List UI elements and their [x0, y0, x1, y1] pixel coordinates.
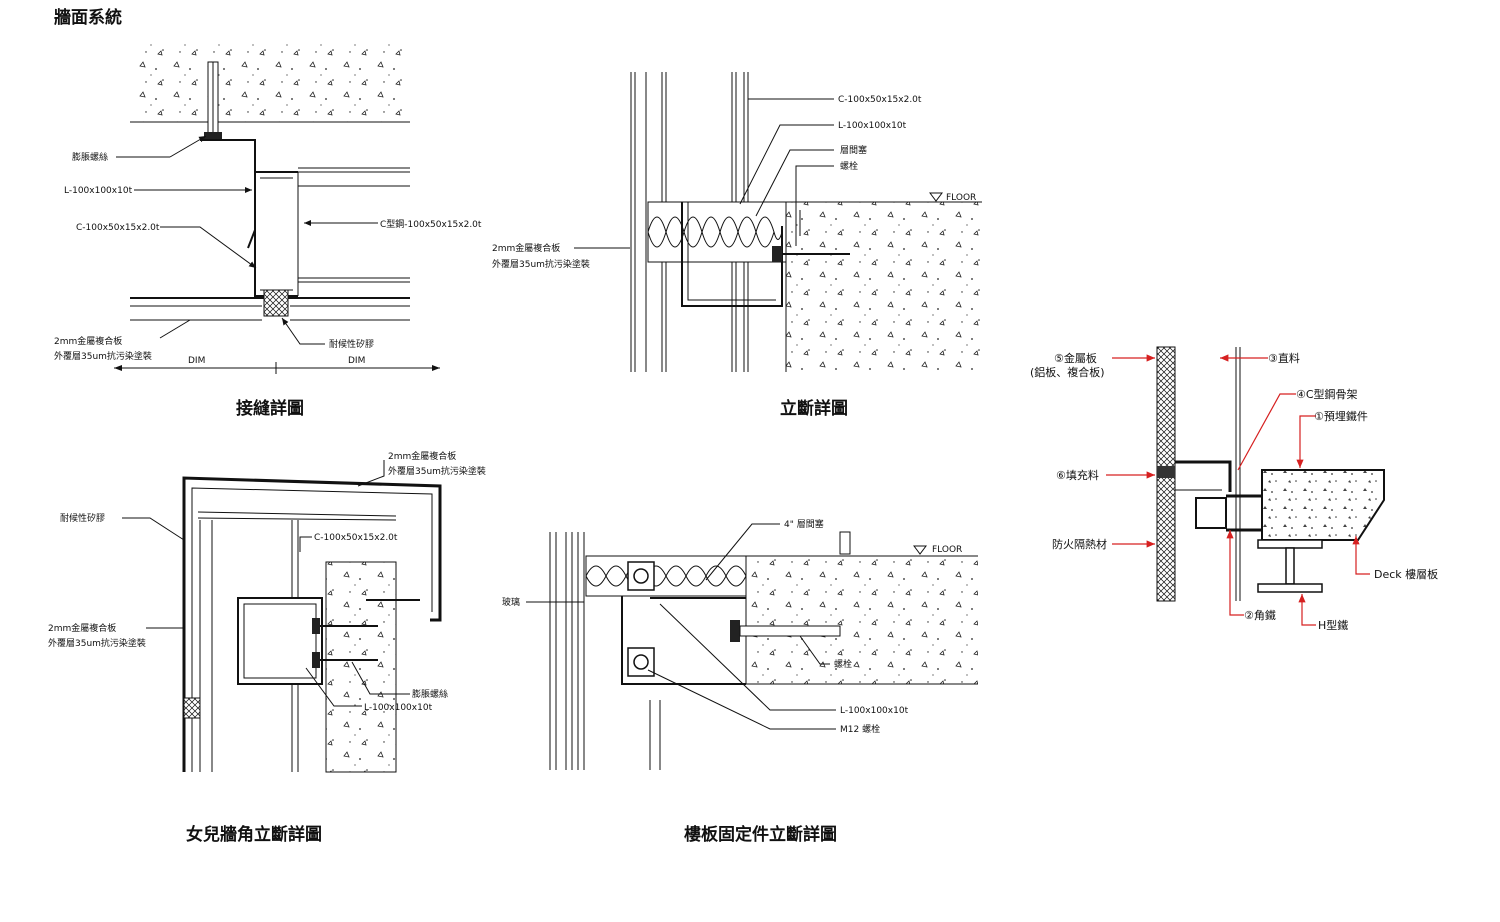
- label-angle: L-100x100x10t: [364, 703, 433, 713]
- label-bolt: 螺栓: [840, 160, 858, 172]
- slab-anchor-section-panel: 4" 層間塞 FLOOR 玻璃 螺栓 L-100x100x10t M12 螺栓 …: [502, 518, 978, 845]
- label-angle: L-100x100x10t: [64, 186, 133, 196]
- label-bolt: 螺栓: [834, 658, 852, 670]
- label-sealant: 耐候性矽膠: [329, 338, 374, 350]
- label-panel-line1: 2mm金屬複合板: [54, 335, 122, 347]
- label-deck: Deck 樓層板: [1374, 567, 1438, 581]
- vertical-section-panel: C-100x50x15x2.0t L-100x100x10t 層間塞 螺栓 FL…: [492, 72, 982, 419]
- label-angle: L-100x100x10t: [840, 706, 909, 716]
- sealant-joint: [263, 289, 289, 317]
- label-insulation: 防火隔熱材: [1052, 537, 1107, 551]
- parapet-concrete: [325, 561, 397, 773]
- label-dim-right: DIM: [348, 356, 365, 366]
- label-panel-side-line1: 2mm金屬複合板: [48, 622, 116, 634]
- sealant-bead: [183, 697, 201, 719]
- c-channel: [254, 171, 298, 297]
- panel1-title: 接縫詳圖: [236, 398, 304, 419]
- label-panel-line2: 外覆層35um抗污染塗裝: [54, 350, 152, 362]
- label-firestop: 層間塞: [840, 144, 867, 156]
- page-title: 牆面系統: [54, 7, 122, 28]
- label-panel-line1: 2mm金屬複合板: [492, 242, 560, 254]
- node-detail-panel: ⑤金屬板 (鋁板、複合板) ③直料 ④C型鋼骨架 ①預埋鐵件 ⑥填充料 防火隔熱…: [1030, 346, 1438, 632]
- label-floor: FLOOR: [946, 193, 976, 203]
- label-channel: C-100x50x15x2.0t: [76, 223, 160, 233]
- label-glass: 玻璃: [502, 596, 520, 608]
- label-channel: C-100x50x15x2.0t: [314, 533, 398, 543]
- label-h-beam: H型鐵: [1318, 618, 1348, 632]
- label-expansion-bolt: 膨脹螺絲: [72, 151, 108, 163]
- label-embed: ①預埋鐵件: [1314, 409, 1368, 423]
- label-metal-panel-sub: (鋁板、複合板): [1030, 365, 1105, 379]
- label-panel-side-line2: 外覆層35um抗污染塗裝: [48, 637, 146, 649]
- panel3-title: 女兒牆角立斷詳圖: [186, 824, 322, 845]
- joint-detail-panel: 膨脹螺絲 L-100x100x10t C-100x50x15x2.0t C型鋼-…: [54, 40, 482, 419]
- label-sealant: 耐候性矽膠: [60, 512, 105, 524]
- label-angle: L-100x100x10t: [838, 121, 907, 131]
- label-angle: ②角鐵: [1244, 608, 1276, 622]
- label-expansion-bolt: 膨脹螺絲: [412, 688, 448, 700]
- panel2-title: 立斷詳圖: [780, 398, 848, 419]
- label-panel-top-line2: 外覆層35um抗污染塗裝: [388, 465, 486, 477]
- floor-slab: [746, 556, 978, 684]
- label-dim-left: DIM: [188, 356, 205, 366]
- filler-joint: [1157, 466, 1175, 478]
- label-channel: C-100x50x15x2.0t: [838, 95, 922, 105]
- label-panel-top-line1: 2mm金屬複合板: [388, 450, 456, 462]
- label-panel-line2: 外覆層35um抗污染塗裝: [492, 258, 590, 270]
- slab-concrete: [130, 40, 410, 122]
- firestop-insulation: [647, 201, 787, 263]
- parapet-section-panel: 2mm金屬複合板 外覆層35um抗污染塗裝 耐候性矽膠 C-100x50x15x…: [48, 450, 486, 845]
- steel-box: [237, 597, 323, 685]
- angle-clip: [1195, 497, 1227, 529]
- label-metal-panel: ⑤金屬板: [1054, 351, 1097, 365]
- label-c-steel: C型鋼-100x50x15x2.0t: [380, 218, 482, 230]
- label-floor: FLOOR: [932, 545, 962, 555]
- anchor-bolt: [739, 625, 841, 637]
- panel4-title: 樓板固定件立斷詳圖: [684, 824, 837, 845]
- label-c-frame: ④C型鋼骨架: [1296, 387, 1358, 401]
- label-mullion: ③直料: [1268, 351, 1300, 365]
- label-filler: ⑥填充料: [1056, 468, 1099, 482]
- floor-slab: [786, 202, 982, 372]
- label-m12: M12 螺栓: [840, 723, 880, 735]
- label-firestop: 4" 層間塞: [784, 518, 824, 530]
- deck-slab: [1261, 469, 1385, 541]
